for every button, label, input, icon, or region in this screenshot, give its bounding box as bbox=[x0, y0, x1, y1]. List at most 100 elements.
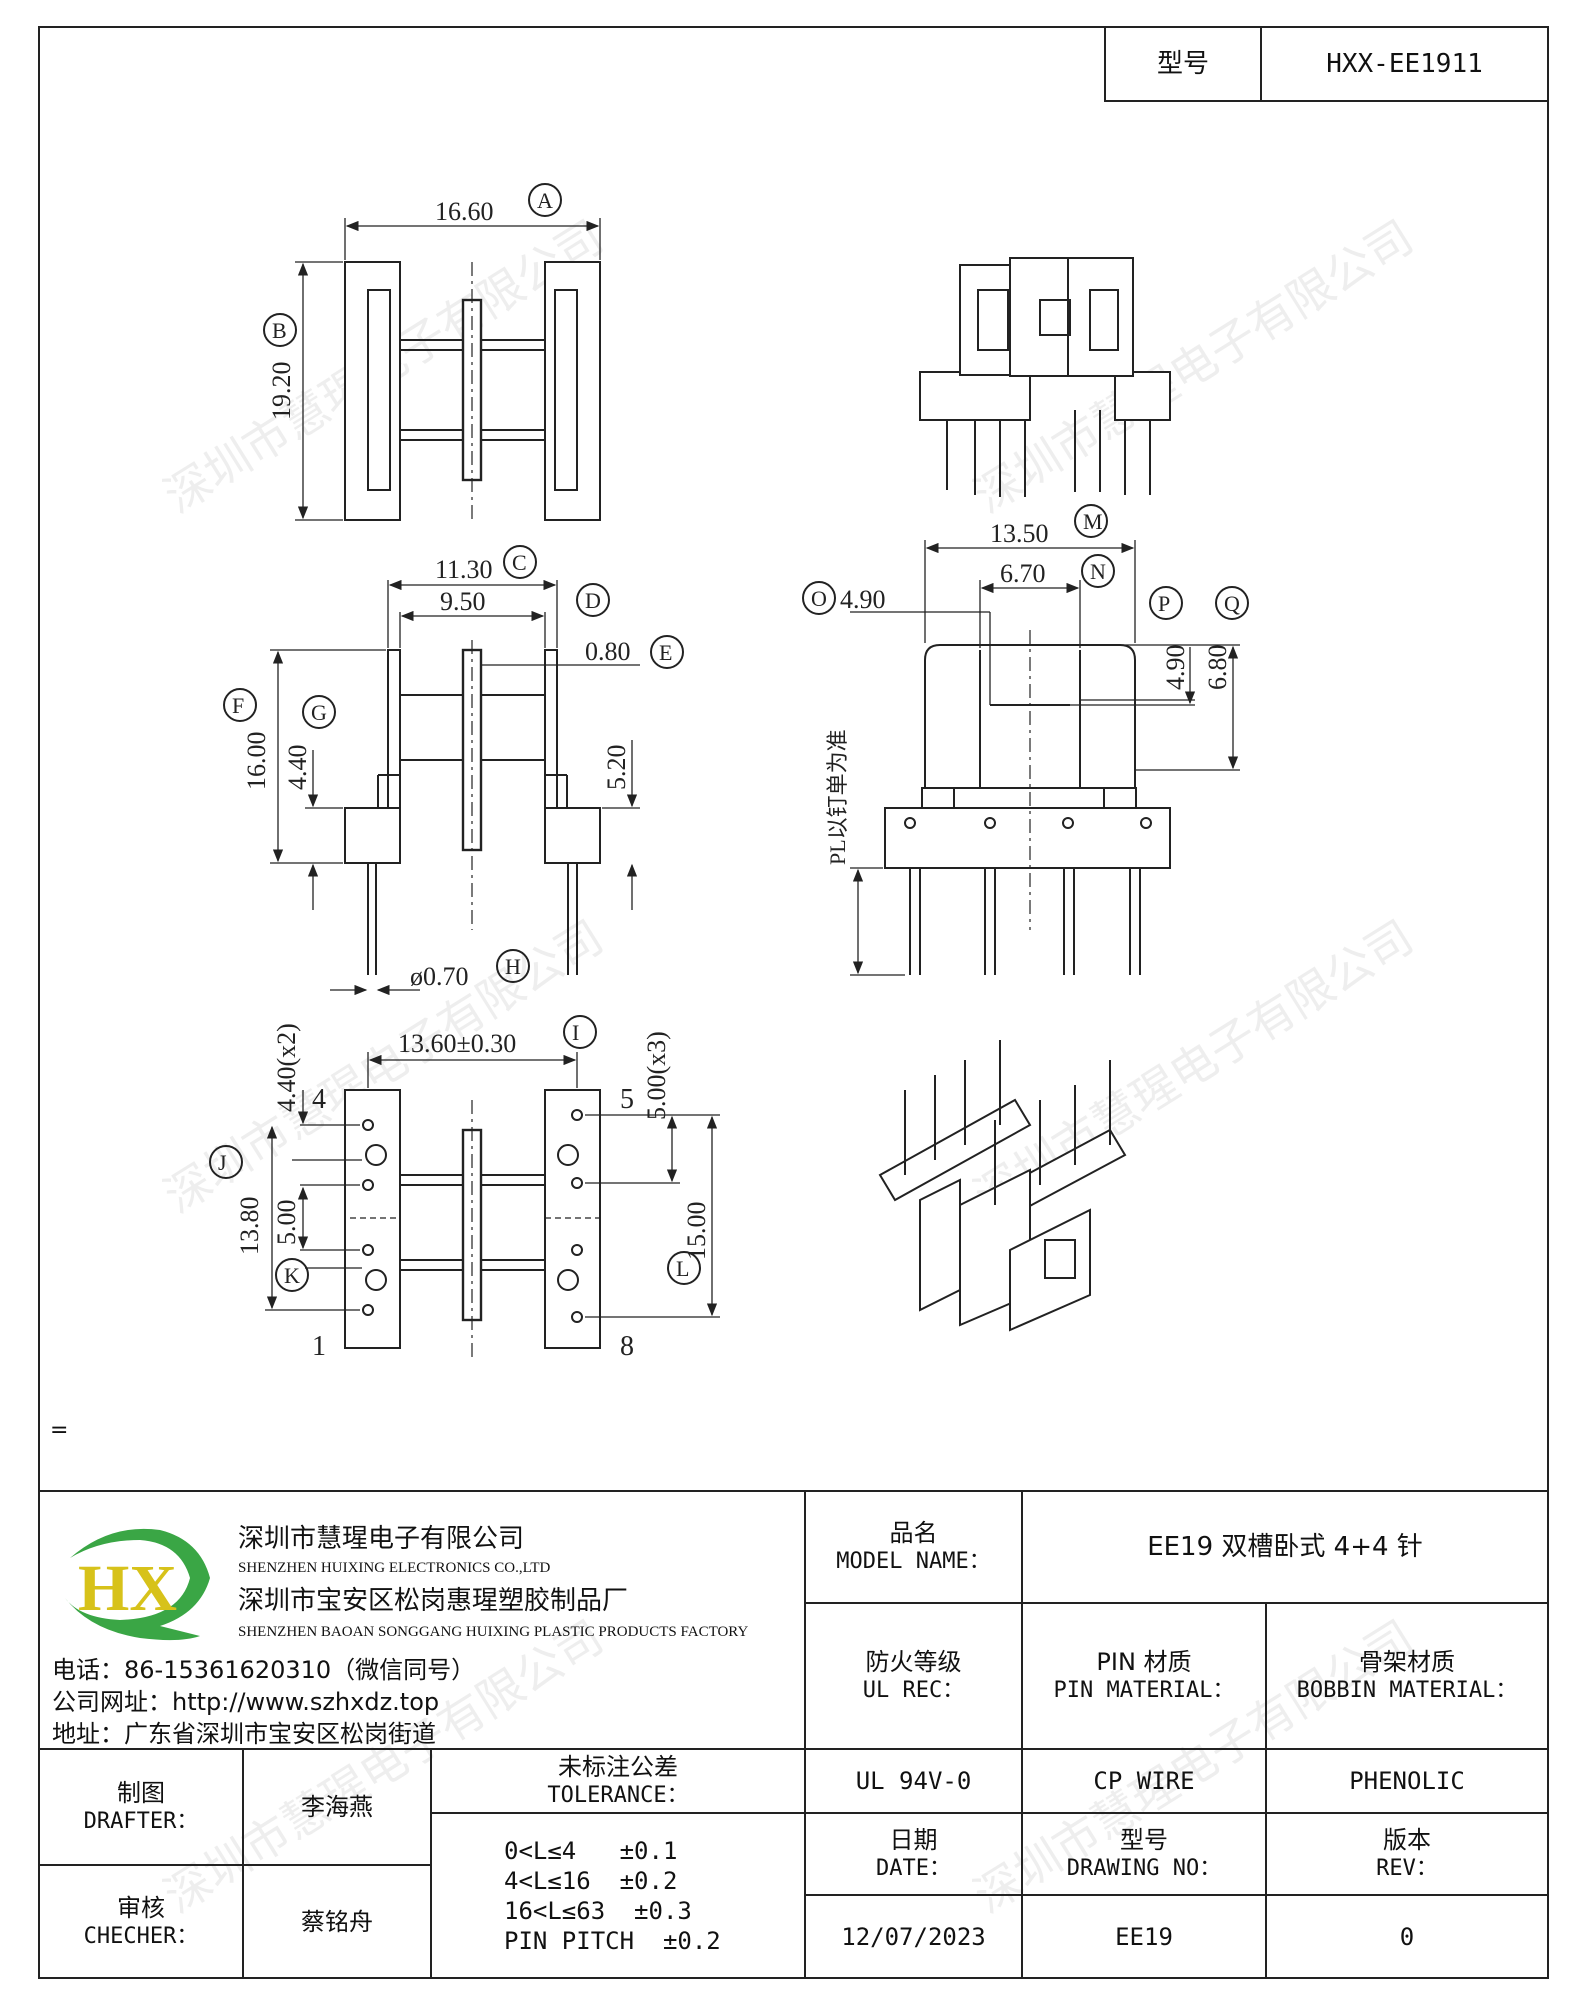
dim-m: 13.50 bbox=[990, 519, 1049, 548]
drafter-cn: 制图 bbox=[117, 1779, 165, 1808]
ul-rec-label: 防火等级 UL REC： bbox=[804, 1602, 1023, 1750]
tag-c: C bbox=[512, 550, 527, 575]
dim-n: 6.70 bbox=[1000, 559, 1046, 588]
tolerance-label: 未标注公差 TOLERANCE： bbox=[430, 1748, 806, 1814]
dim-p: 4.90 bbox=[1161, 645, 1190, 691]
date-cn: 日期 bbox=[889, 1826, 938, 1855]
bobbin-material-cn: 骨架材质 bbox=[1359, 1648, 1455, 1677]
dim-f: 16.00 bbox=[242, 732, 271, 791]
date-label: 日期 DATE： bbox=[804, 1812, 1023, 1896]
ul-cn: 防火等级 bbox=[865, 1648, 962, 1677]
drawing-no-cn: 型号 bbox=[1120, 1826, 1168, 1855]
company-name-cn: 深圳市慧瑆电子有限公司 bbox=[238, 1524, 525, 1554]
pin-1-label: 1 bbox=[312, 1331, 326, 1362]
logo-text: HX bbox=[78, 1552, 177, 1625]
tag-g: G bbox=[311, 700, 327, 725]
tolerance-line: 0<L≤4 ±0.1 bbox=[504, 1836, 678, 1865]
tag-h: H bbox=[505, 954, 521, 979]
pin-material-en: PIN MATERIAL： bbox=[1053, 1678, 1235, 1704]
checker-cn: 审核 bbox=[117, 1893, 165, 1922]
drafter-label: 制图 DRAFTER： bbox=[38, 1748, 244, 1866]
checker-en: CHECHER： bbox=[83, 1923, 199, 1949]
dim-c: 11.30 bbox=[435, 555, 493, 584]
company-name-en: SHENZHEN HUIXING ELECTRONICS CO.,LTD bbox=[238, 1560, 551, 1576]
tag-d: D bbox=[585, 588, 601, 613]
tag-o: O bbox=[811, 586, 827, 611]
logo-swoosh-icon bbox=[65, 1528, 210, 1641]
checker-name: 蔡铭舟 bbox=[242, 1864, 432, 1979]
tag-k: K bbox=[284, 1263, 300, 1288]
equals-mark: = bbox=[50, 1418, 69, 1443]
factory-name-cn: 深圳市宝安区松岗惠瑆塑胶制品厂 bbox=[238, 1586, 629, 1616]
bobbin-material-en: BOBBIN MATERIAL： bbox=[1296, 1678, 1518, 1704]
pl-note: PL以钉单为准 bbox=[825, 729, 850, 865]
company-logo: HX bbox=[65, 1528, 210, 1641]
tolerance-line: 16<L≤63 ±0.3 bbox=[504, 1896, 692, 1925]
dim-4-40x2: 4.40(x2) bbox=[272, 1023, 301, 1112]
bobbin-material-label: 骨架材质 BOBBIN MATERIAL： bbox=[1265, 1602, 1549, 1750]
technical-drawing: 16.60 A 19.20 B 11.30 C 9.50 D 0.80 E 16… bbox=[209, 183, 1249, 1362]
top-view bbox=[263, 183, 601, 521]
model-name-en: MODEL NAME： bbox=[836, 1549, 991, 1575]
dim-5-00: 5.00 bbox=[272, 1200, 301, 1246]
dim-5-00x3: 5.00(x3) bbox=[642, 1031, 671, 1120]
tag-p: P bbox=[1158, 591, 1170, 616]
dim-a: 16.60 bbox=[435, 197, 494, 226]
dim-q: 6.80 bbox=[1203, 645, 1232, 691]
revision-value: 0 bbox=[1265, 1894, 1549, 1979]
dim-l: 15.00 bbox=[682, 1202, 711, 1261]
date-value: 12/07/2023 bbox=[804, 1894, 1023, 1979]
contact-website[interactable]: 公司网址：http://www.szhxdz.top bbox=[52, 1688, 440, 1716]
pin-material-value: CP WIRE bbox=[1021, 1748, 1267, 1814]
side-view bbox=[223, 545, 684, 996]
drawing-no-en: DRAWING NO： bbox=[1066, 1856, 1222, 1882]
bottom-view bbox=[209, 1015, 720, 1360]
drafter-name: 李海燕 bbox=[242, 1748, 432, 1866]
iso-view-inverted bbox=[878, 1040, 1127, 1332]
tolerance-line: 4<L≤16 ±0.2 bbox=[504, 1866, 678, 1895]
tolerance-en: TOLERANCE： bbox=[547, 1783, 689, 1809]
tolerance-line: PIN PITCH ±0.2 bbox=[504, 1926, 721, 1955]
tolerance-cn: 未标注公差 bbox=[558, 1753, 678, 1782]
tag-m: M bbox=[1083, 509, 1103, 534]
tag-i: I bbox=[572, 1020, 579, 1045]
pin-material-cn: PIN 材质 bbox=[1096, 1648, 1192, 1677]
contact-phone: 电话：86-15361620310（微信同号） bbox=[52, 1656, 476, 1684]
model-name-cn: 品名 bbox=[889, 1519, 938, 1548]
drawing-no-label: 型号 DRAWING NO： bbox=[1021, 1812, 1267, 1896]
dim-j: 13.80 bbox=[235, 1197, 264, 1256]
drawing-no-value: EE19 bbox=[1021, 1894, 1267, 1979]
tag-f: F bbox=[232, 693, 244, 718]
header-model-value: HXX-EE1911 bbox=[1260, 26, 1549, 102]
tag-j: J bbox=[218, 1150, 227, 1175]
title-block-divider bbox=[38, 1490, 1549, 1492]
revision-en: REV： bbox=[1376, 1856, 1438, 1882]
dim-e: 0.80 bbox=[585, 637, 631, 666]
dim-g: 4.40 bbox=[283, 745, 312, 791]
front-view bbox=[802, 504, 1249, 976]
model-name-value: EE19 双槽卧式 4+4 针 bbox=[1021, 1490, 1549, 1604]
tag-l: L bbox=[676, 1256, 689, 1281]
tag-n: N bbox=[1090, 559, 1106, 584]
contact-address: 地址：广东省深圳市宝安区松岗街道 bbox=[52, 1720, 436, 1748]
pin-material-label: PIN 材质 PIN MATERIAL： bbox=[1021, 1602, 1267, 1750]
revision-label: 版本 REV： bbox=[1265, 1812, 1549, 1896]
date-en: DATE： bbox=[876, 1856, 951, 1882]
ul-value: UL 94V-0 bbox=[804, 1748, 1023, 1814]
dim-d: 9.50 bbox=[440, 587, 486, 616]
pin-8-label: 8 bbox=[620, 1331, 634, 1362]
pin-4-label: 4 bbox=[312, 1084, 326, 1115]
drafter-en: DRAFTER： bbox=[83, 1809, 199, 1835]
tag-q: Q bbox=[1224, 591, 1240, 616]
bobbin-material-value: PHENOLIC bbox=[1265, 1748, 1549, 1814]
tolerance-table: 0<L≤4 ±0.1 4<L≤16 ±0.2 16<L≤63 ±0.3 PIN … bbox=[430, 1812, 806, 1979]
model-name-label: 品名 MODEL NAME： bbox=[804, 1490, 1023, 1604]
dim-o: 4.90 bbox=[840, 585, 886, 614]
dim-i: 13.60±0.30 bbox=[398, 1029, 516, 1058]
pin-5-label: 5 bbox=[620, 1084, 634, 1115]
tag-a: A bbox=[537, 188, 553, 213]
dim-h: ø0.70 bbox=[410, 962, 469, 991]
checker-label: 审核 CHECHER： bbox=[38, 1864, 244, 1979]
iso-view-upright bbox=[919, 257, 1171, 497]
revision-cn: 版本 bbox=[1383, 1826, 1431, 1855]
